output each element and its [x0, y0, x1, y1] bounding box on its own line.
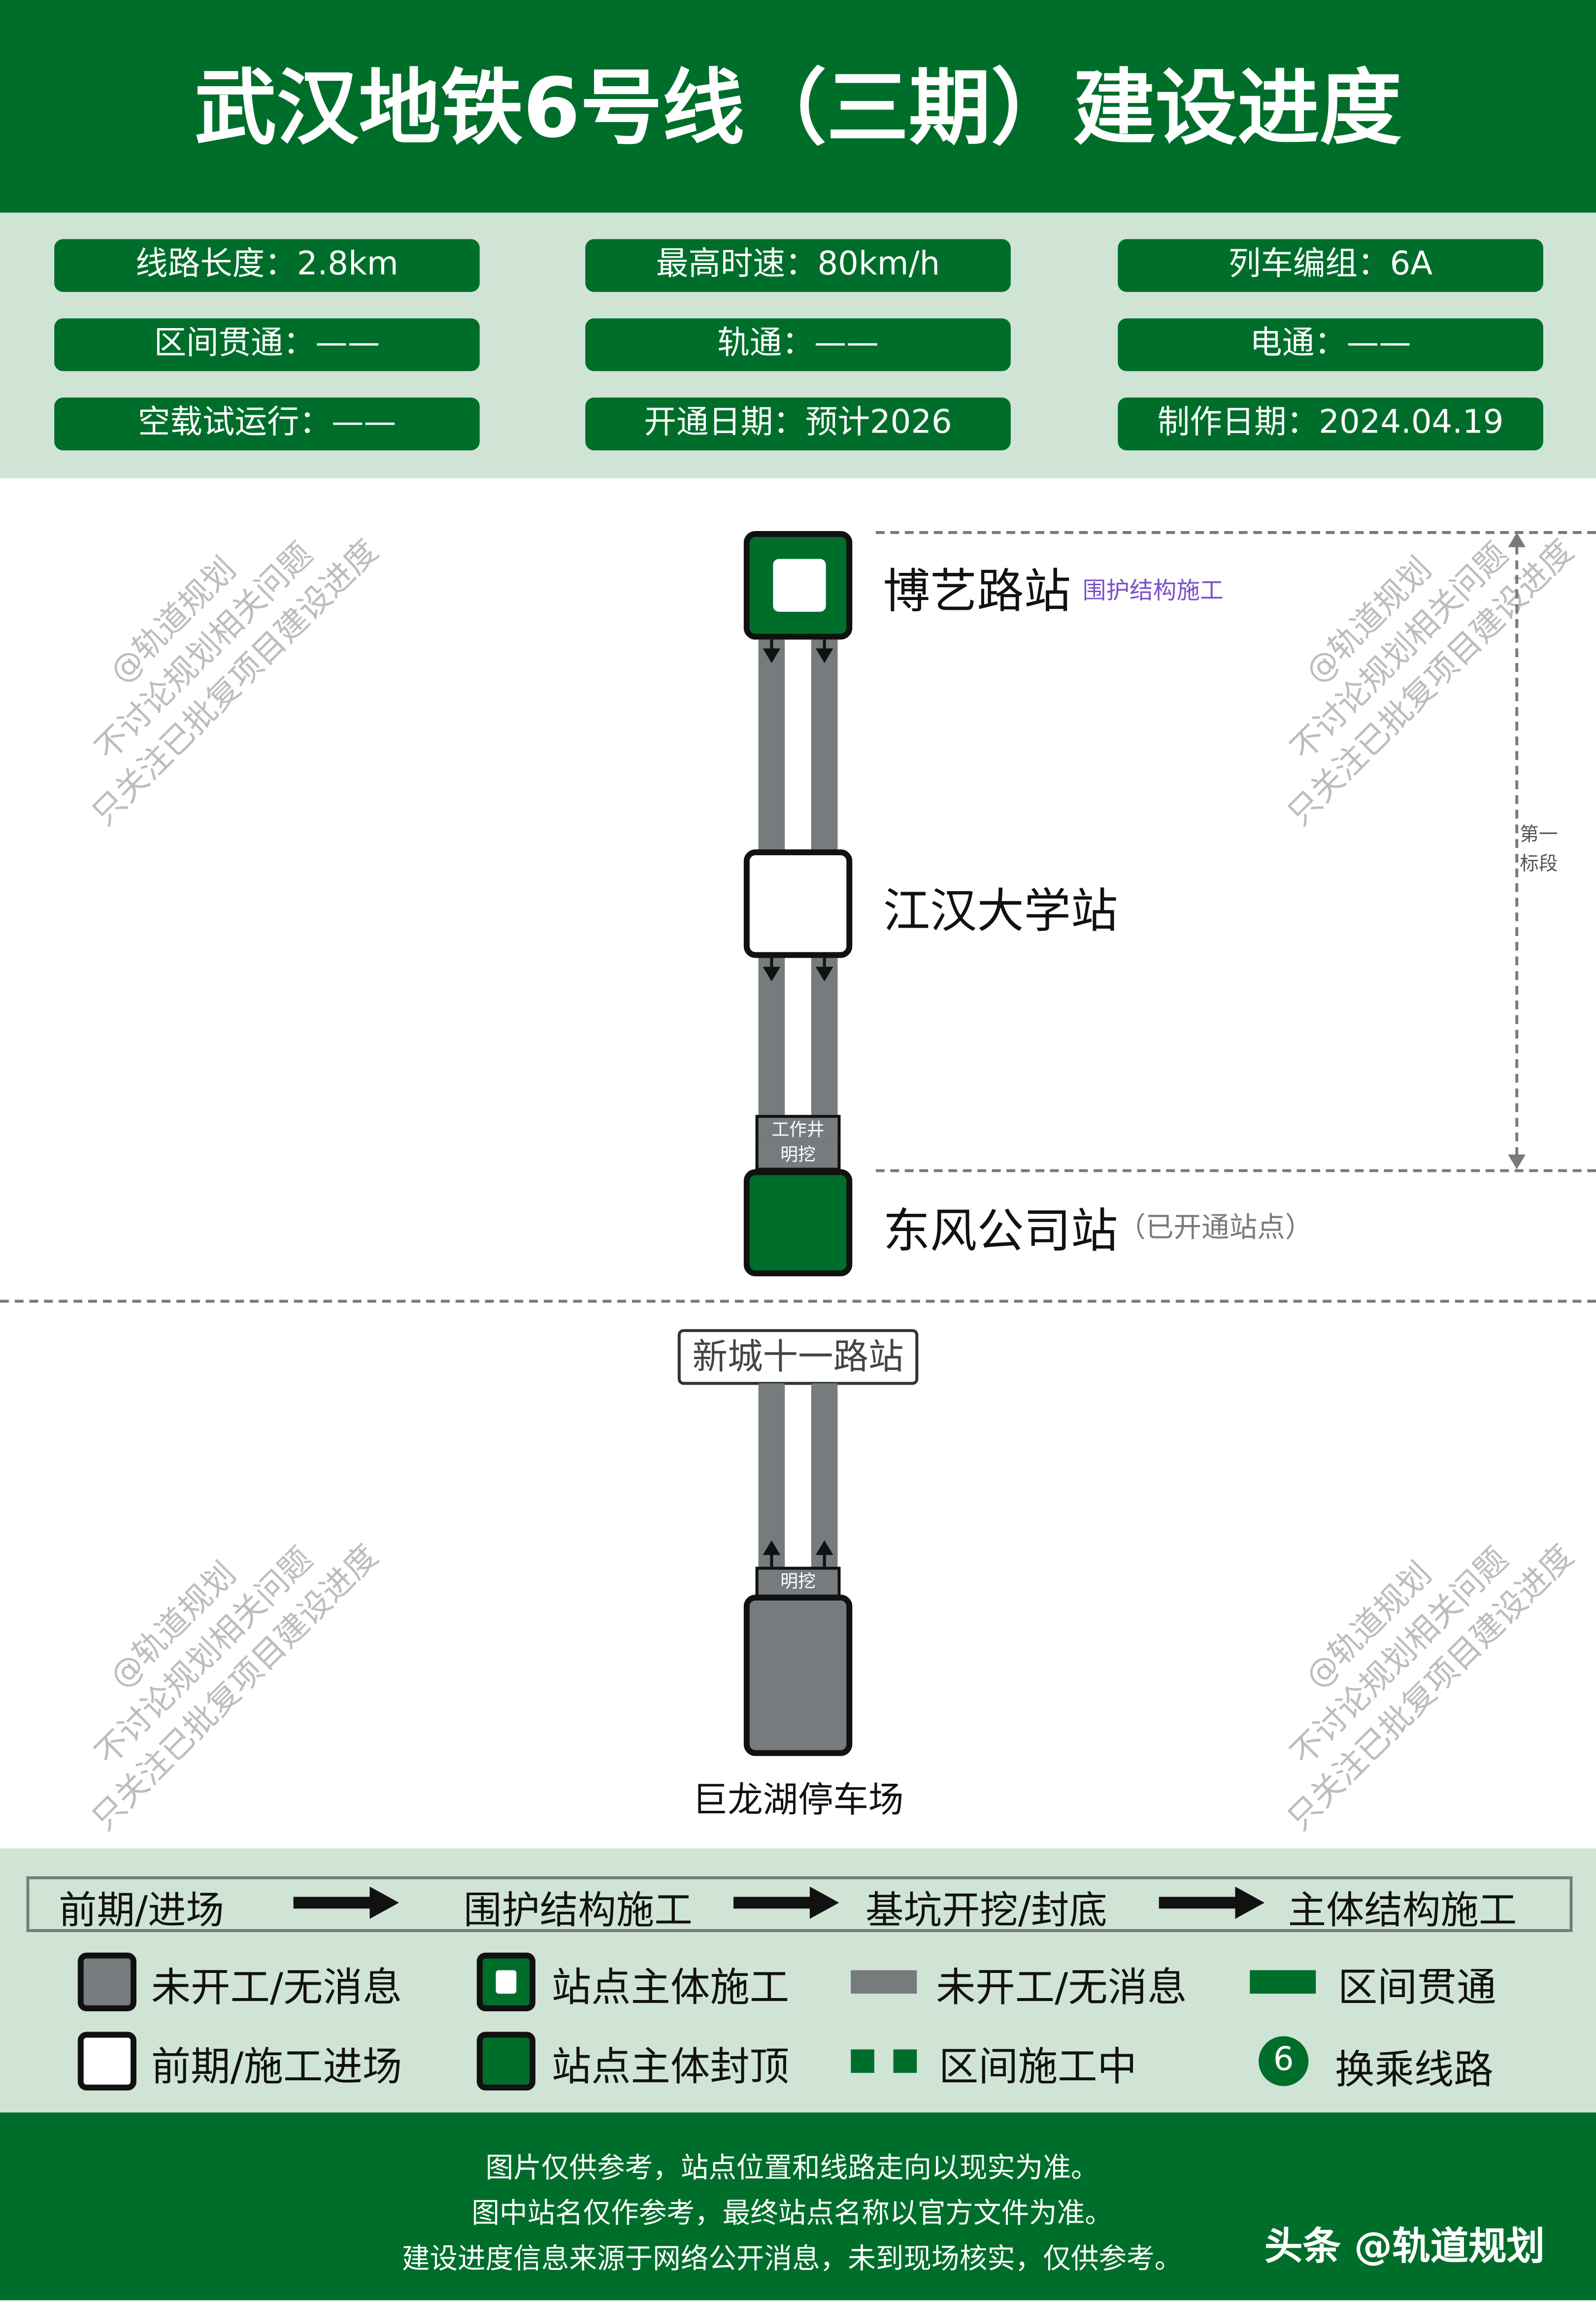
- info-section-through: 区间贯通：——: [54, 318, 480, 371]
- legend-main-construction-icon: [476, 1952, 535, 2011]
- header-bar: [0, 0, 1596, 213]
- info-line-length: 线路长度：2.8km: [54, 239, 480, 292]
- arrow-down-icon: [763, 967, 781, 982]
- info-made-date: 制作日期：2024.04.19: [1118, 398, 1543, 451]
- depot-name: 巨龙湖停车场: [692, 1779, 904, 1821]
- arrow-down-icon: [1508, 1154, 1526, 1169]
- process-step-2: 围护结构施工: [464, 1889, 693, 1934]
- process-step-3: 基坑开挖/封底: [865, 1889, 1107, 1934]
- watermark: @轨道规划不讨论规划相关问题只关注已批复项目建设进度: [1281, 534, 1582, 834]
- section-end-line: [875, 1169, 1596, 1172]
- depot-marker[interactable]: [743, 1595, 853, 1756]
- footer: [0, 2112, 1596, 2301]
- footer-note: 图片仅供参考，站点位置和线路走向以现实为准。: [485, 2152, 1099, 2185]
- info-track-through: 轨通：——: [585, 318, 1011, 371]
- station-xincheng-label[interactable]: 新城十一路站: [677, 1329, 919, 1385]
- station-boyilu-marker[interactable]: [743, 531, 853, 640]
- work-shaft-label: 工作井: [755, 1115, 841, 1146]
- phase-divider: [0, 1300, 1596, 1303]
- info-max-speed: 最高时速：80km/h: [585, 239, 1011, 292]
- brand-watermark: 头条 @轨道规划: [1264, 2225, 1545, 2269]
- arrow-right-icon: [1159, 1886, 1265, 1919]
- info-power-through: 电通：——: [1118, 318, 1543, 371]
- arrow-right-icon: [293, 1886, 399, 1919]
- legend-label: 站点主体封顶: [551, 2045, 790, 2091]
- legend-label: 前期/施工进场: [151, 2045, 402, 2091]
- watermark: @轨道规划不讨论规划相关问题只关注已批复项目建设进度: [86, 1538, 386, 1838]
- depot-open-cut-label: 明挖: [755, 1567, 841, 1598]
- open-cut-label: 明挖: [755, 1142, 841, 1171]
- legend-section-construction-icon: [851, 2049, 874, 2073]
- process-bar: [26, 1876, 1573, 1933]
- arrow-up-icon: [763, 1540, 781, 1555]
- watermark: @轨道规划不讨论规划相关问题只关注已批复项目建设进度: [1281, 1538, 1582, 1838]
- page-title: 武汉地铁6号线（三期）建设进度: [194, 62, 1402, 157]
- watermark: @轨道规划不讨论规划相关问题只关注已批复项目建设进度: [86, 534, 386, 834]
- footer-note: 建设进度信息来源于网络公开消息，未到现场核实，仅供参考。: [401, 2243, 1183, 2275]
- station-boyilu-name: 博艺路站: [883, 563, 1071, 619]
- info-trial-run: 空载试运行：——: [54, 398, 480, 451]
- legend-gray-station-icon: [77, 1952, 136, 2011]
- info-open-date: 开通日期：预计2026: [585, 398, 1011, 451]
- arrow-down-icon: [815, 648, 833, 664]
- legend-section-through-icon: [1250, 1970, 1316, 1994]
- track-left: [758, 1383, 785, 1568]
- arrow-down-icon: [763, 648, 781, 664]
- legend-panel: [0, 1848, 1596, 2113]
- legend-label: 未开工/无消息: [151, 1966, 402, 2011]
- arrow-down-icon: [815, 967, 833, 982]
- info-train-formation: 列车编组：6A: [1118, 239, 1543, 292]
- arrow-right-icon: [733, 1886, 839, 1919]
- process-step-1: 前期/进场: [59, 1889, 224, 1934]
- arrow-up-icon: [815, 1540, 833, 1555]
- legend-white-station-icon: [77, 2032, 136, 2091]
- station-dongfeng-name: 东风公司站: [883, 1202, 1118, 1259]
- section-label: 第一标段: [1520, 821, 1558, 880]
- legend-label: 未开工/无消息: [935, 1966, 1187, 2011]
- legend-gray-section-icon: [851, 1970, 917, 1994]
- section-range-line: [1515, 545, 1519, 1156]
- section-start-line: [875, 531, 1596, 534]
- station-jianghan-marker[interactable]: [743, 849, 853, 958]
- station-jianghan-name: 江汉大学站: [883, 883, 1118, 939]
- process-step-4: 主体结构施工: [1288, 1889, 1517, 1934]
- station-dongfeng-note: （已开通站点）: [1118, 1211, 1313, 1244]
- arrow-up-icon: [1508, 533, 1526, 547]
- footer-note: 图中站名仅作参考，最终站点名称以官方文件为准。: [471, 2198, 1113, 2230]
- legend-label: 换乘线路: [1334, 2048, 1494, 2094]
- legend-label: 站点主体施工: [551, 1966, 790, 2011]
- station-dongfeng-marker[interactable]: [743, 1169, 853, 1276]
- station-boyilu-status: 围护结构施工: [1082, 576, 1224, 604]
- legend-capped-station-icon: [476, 2032, 535, 2091]
- track-right: [811, 1383, 838, 1568]
- legend-label: 区间施工中: [938, 2045, 1137, 2091]
- transfer-line-icon: 6: [1259, 2036, 1309, 2086]
- legend-label: 区间贯通: [1337, 1966, 1496, 2011]
